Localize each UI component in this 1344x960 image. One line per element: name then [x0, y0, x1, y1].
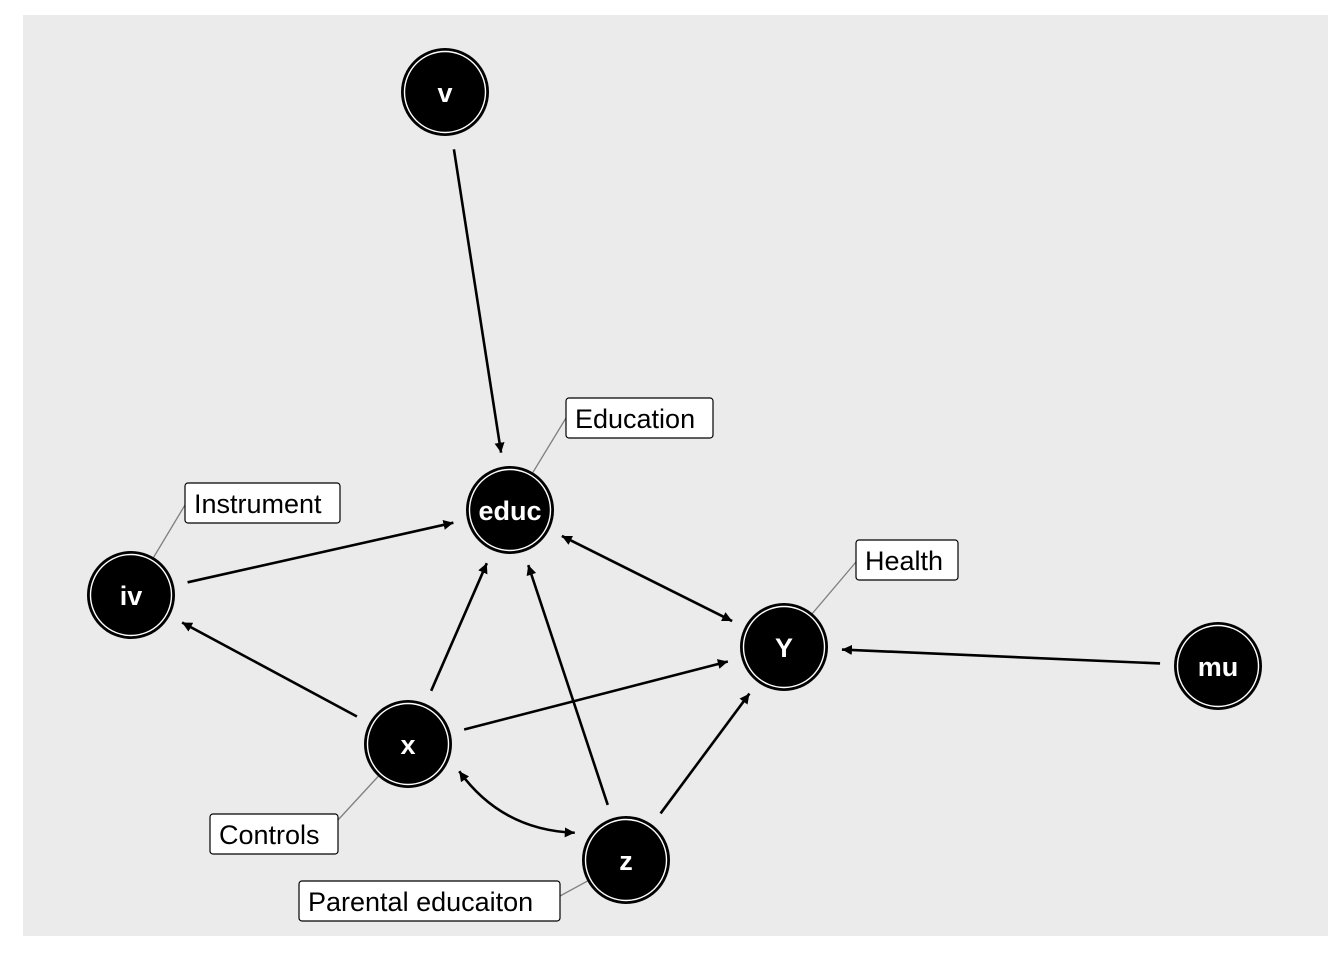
edge-educ-to-Y: [561, 534, 733, 623]
node-label-x: x: [400, 730, 415, 760]
node-v: v: [401, 48, 489, 136]
node-label-z: z: [619, 846, 633, 876]
annotation-text-z: Parental educaiton: [308, 887, 533, 917]
node-z: z: [582, 816, 670, 904]
node-inner-ring-Y: [742, 605, 826, 689]
edge-x-to-educ: [429, 562, 489, 692]
node-educ: educ: [466, 466, 554, 554]
annotation-text-x: Controls: [219, 820, 320, 850]
node-label-educ: educ: [478, 496, 541, 526]
annotation-Y: Health: [855, 539, 959, 581]
edge-x-to-iv: [181, 621, 358, 718]
edge-z-to-Y: [659, 692, 751, 815]
edge-mu-to-Y: [841, 644, 1161, 665]
node-iv: iv: [87, 551, 175, 639]
edge-x-to-Y: [463, 659, 729, 731]
node-Y: Y: [740, 603, 828, 691]
node-inner-ring-educ: [468, 468, 552, 552]
annotation-box-iv: [184, 482, 341, 524]
annotation-text-educ: Education: [575, 404, 695, 434]
annotation-z: Parental educaiton: [298, 880, 561, 922]
node-outer-ring-mu: [1174, 622, 1262, 710]
node-outer-ring-educ: [466, 466, 554, 554]
edge-x-to-z: [458, 770, 575, 838]
node-outer-ring-iv: [87, 551, 175, 639]
node-label-Y: Y: [775, 633, 793, 663]
node-label-iv: iv: [120, 581, 143, 611]
annotation-box-z: [298, 880, 561, 922]
annotation-box-Y: [855, 539, 959, 581]
node-inner-ring-iv: [89, 553, 173, 637]
node-inner-ring-x: [366, 702, 450, 786]
annotation-text-Y: Health: [865, 546, 943, 576]
node-label-v: v: [437, 78, 452, 108]
edge-iv-to-educ: [187, 520, 454, 584]
panel-background: [23, 15, 1328, 936]
node-outer-ring-v: [401, 48, 489, 136]
node-x: x: [364, 700, 452, 788]
node-inner-ring-z: [584, 818, 668, 902]
annotation-iv: Instrument: [184, 482, 341, 524]
annotation-box-educ: [565, 397, 714, 439]
node-outer-ring-Y: [740, 603, 828, 691]
annotation-x: Controls: [209, 813, 339, 855]
node-outer-ring-z: [582, 816, 670, 904]
annotation-box-x: [209, 813, 339, 855]
node-label-mu: mu: [1198, 652, 1239, 682]
annotation-educ: Education: [565, 397, 714, 439]
node-inner-ring-v: [403, 50, 487, 134]
annotation-labels-layer: EducationInstrumentHealthControlsParenta…: [184, 397, 959, 922]
edge-z-to-educ: [526, 564, 609, 806]
edge-v-to-educ: [452, 149, 505, 453]
annotation-text-iv: Instrument: [194, 489, 322, 519]
node-mu: mu: [1174, 622, 1262, 710]
edges-layer: [181, 149, 1161, 838]
node-inner-ring-mu: [1176, 624, 1260, 708]
node-outer-ring-x: [364, 700, 452, 788]
